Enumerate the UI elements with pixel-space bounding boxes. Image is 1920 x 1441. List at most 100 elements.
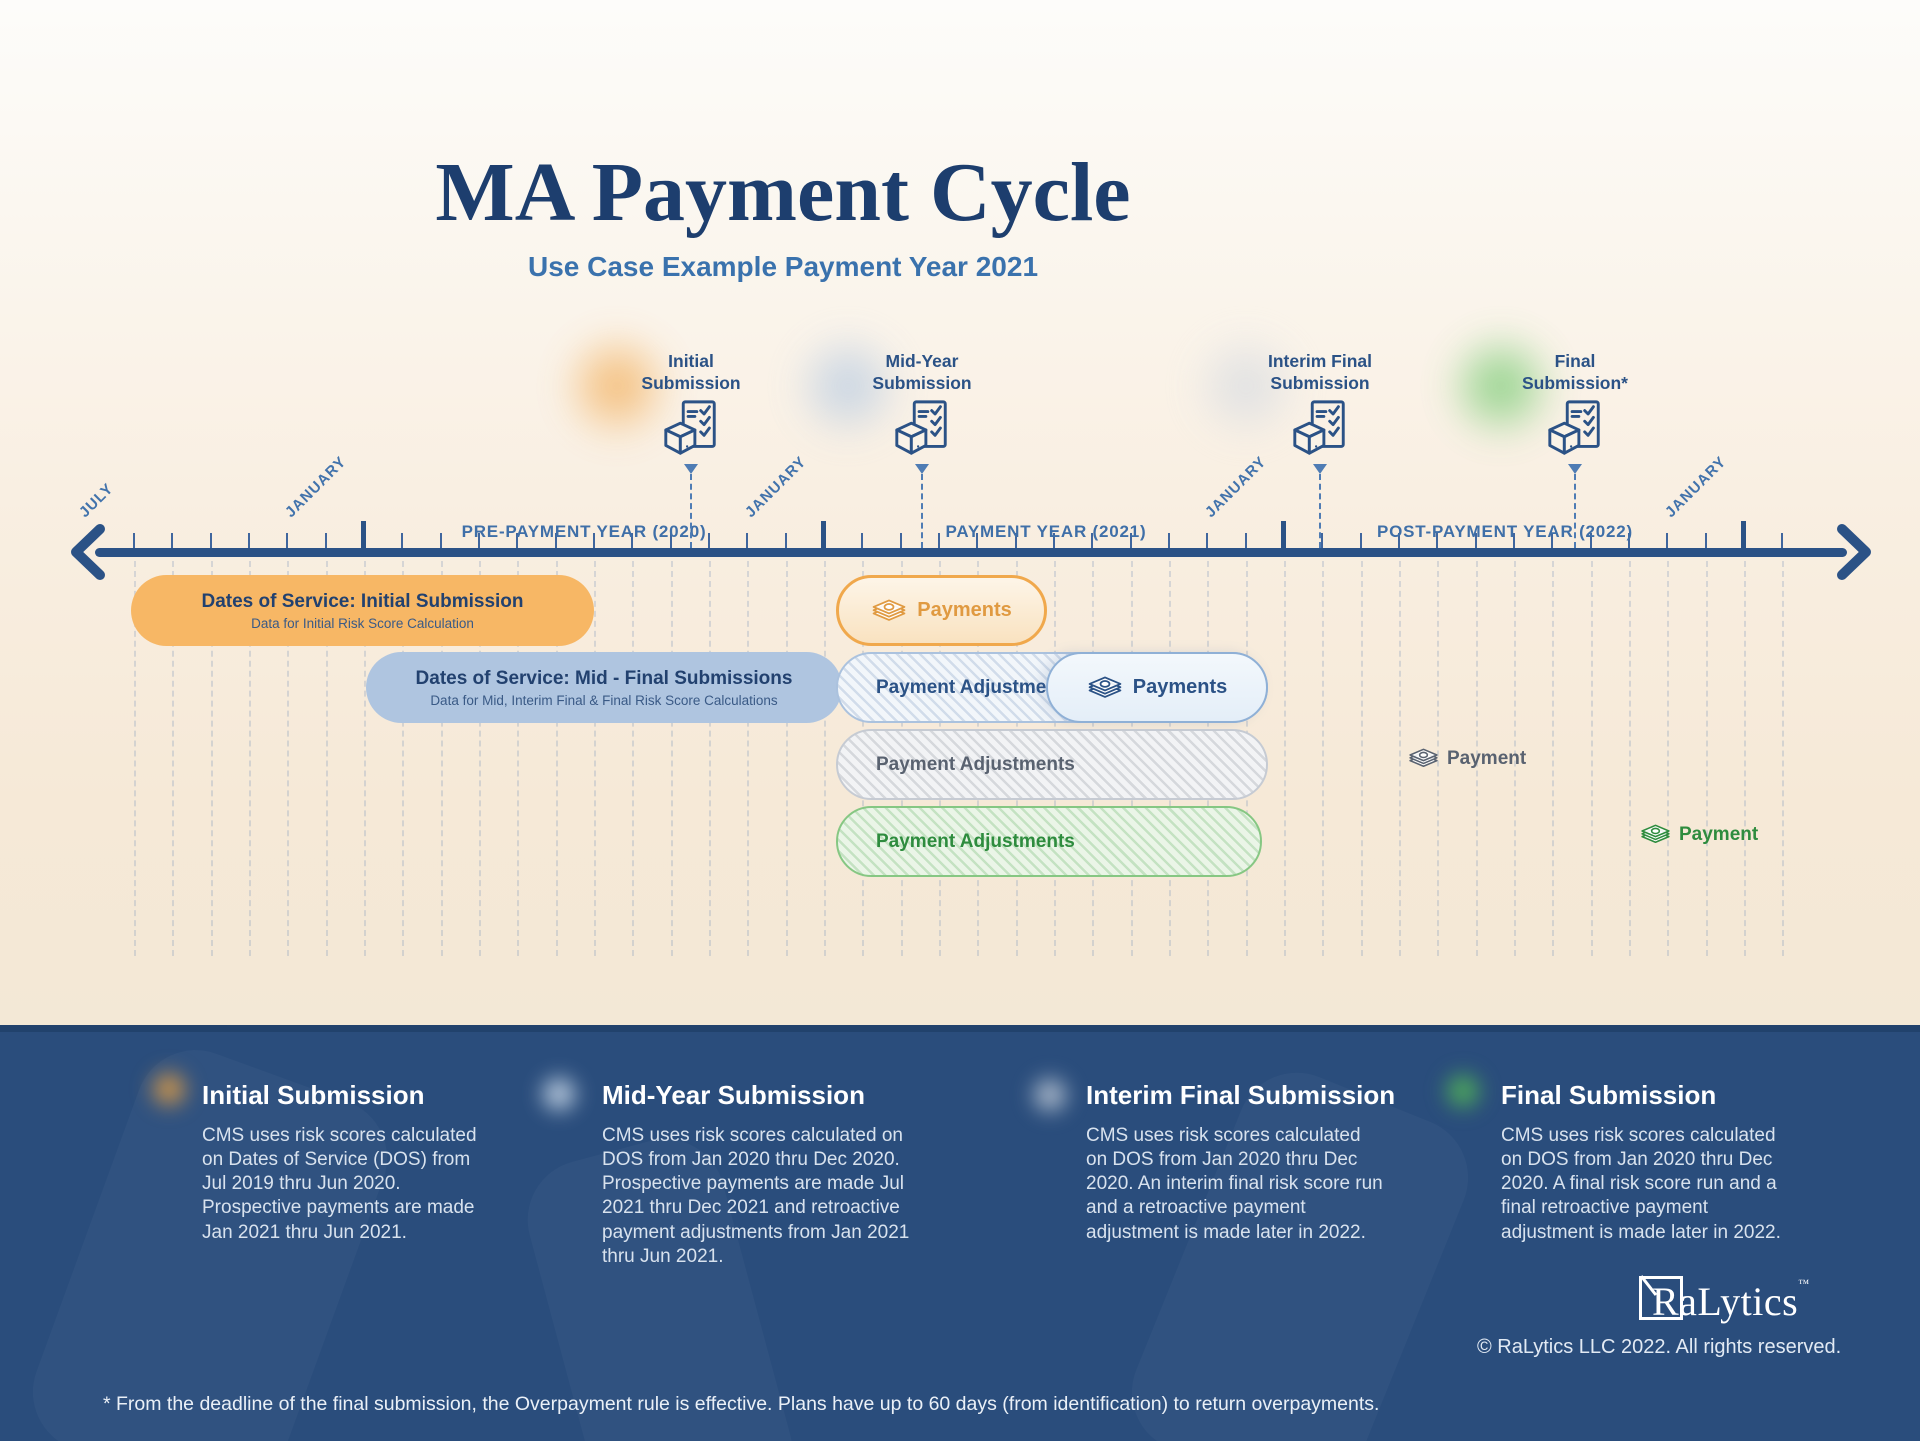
page-title: MA Payment Cycle	[435, 146, 1131, 240]
final-adjustments-row: Payment Adjustments	[836, 806, 1262, 877]
month-gridline	[1552, 561, 1555, 956]
month-gridline	[555, 561, 558, 956]
month-tick	[784, 533, 787, 548]
month-gridline	[708, 561, 711, 956]
legend-section: Initial Submission CMS uses risk scores …	[0, 1025, 1920, 1441]
legend-glow-dot	[1439, 1067, 1487, 1115]
month-gridline	[402, 561, 405, 956]
money-icon	[1640, 823, 1671, 846]
marker-label: Final Submission*	[1522, 351, 1628, 394]
initial-payments-label: Payments	[917, 599, 1012, 621]
legend-glow-dot	[1026, 1071, 1074, 1119]
logo-text: RaLytics	[1652, 1279, 1799, 1324]
month-gridline	[1705, 561, 1708, 956]
month-gridline	[1475, 561, 1478, 956]
axis-left-arrow-icon	[71, 524, 105, 580]
legend-heading: Final Submission	[1501, 1080, 1717, 1110]
month-tick	[1014, 533, 1017, 548]
money-icon	[871, 598, 907, 624]
pointer-dashed-line	[690, 474, 692, 548]
dos-initial-subtitle: Data for Initial Risk Score Calculation	[251, 615, 474, 631]
marker-glow	[790, 328, 906, 444]
month-label: JANUARY	[1201, 453, 1270, 521]
money-icon	[1408, 747, 1439, 770]
month-tick	[401, 533, 404, 548]
month-gridline	[1437, 561, 1440, 956]
month-gridline	[287, 561, 290, 956]
marker-label: Interim Final Submission	[1267, 351, 1373, 394]
final-payment-marker: Payment	[1640, 823, 1758, 846]
year-zone-label: PAYMENT YEAR (2021)	[945, 522, 1147, 541]
pointer-arrowhead-icon	[1568, 464, 1582, 474]
dos-mid-final-subtitle: Data for Mid, Interim Final & Final Risk…	[430, 692, 778, 708]
month-gridline	[1743, 561, 1746, 956]
initial-payments-pill: Payments	[836, 575, 1047, 646]
month-label: JULY	[75, 480, 117, 521]
january-major-tick	[1741, 521, 1747, 548]
month-gridline	[478, 561, 481, 956]
month-tick	[209, 533, 212, 548]
month-tick	[1167, 533, 1170, 548]
month-tick	[861, 533, 864, 548]
month-gridline	[325, 561, 328, 956]
marker-glow	[559, 328, 675, 444]
month-label: JANUARY	[281, 453, 350, 521]
month-gridline	[248, 561, 251, 956]
pointer-arrowhead-icon	[684, 464, 698, 474]
month-tick	[1436, 533, 1439, 548]
month-tick	[1359, 533, 1362, 548]
legend-heading: Initial Submission	[202, 1080, 425, 1110]
final-payment-label: Payment	[1679, 823, 1759, 845]
month-tick	[1781, 533, 1784, 548]
month-tick	[1206, 533, 1209, 548]
month-tick	[247, 533, 250, 548]
marker-label: Mid-Year Submission	[872, 351, 972, 394]
legend-glow-dot	[535, 1070, 583, 1118]
january-major-tick	[821, 521, 827, 548]
legend-column: Initial Submission CMS uses risk scores …	[202, 1080, 487, 1245]
month-tick	[631, 533, 634, 548]
year-zone-label: PRE-PAYMENT YEAR (2020)	[461, 522, 707, 541]
month-tick	[554, 533, 557, 548]
final-adjustments-label: Payment Adjustments	[876, 830, 1075, 852]
year-zone-label: POST-PAYMENT YEAR (2022)	[1376, 522, 1634, 541]
month-tick	[1666, 533, 1669, 548]
month-tick	[1589, 533, 1592, 548]
month-gridline	[593, 561, 596, 956]
month-gridline	[1398, 561, 1401, 956]
midyear-payments-pill: Payments	[1046, 652, 1268, 723]
legend-column: Mid-Year Submission CMS uses risk scores…	[602, 1080, 932, 1269]
overpayment-footnote: * From the deadline of the final submiss…	[103, 1393, 1380, 1415]
ralytics-logo: RaLytics™	[1639, 1272, 1859, 1332]
marker-glow	[1443, 328, 1559, 444]
midyear-adjustments-label: Payment Adjustments	[876, 676, 1075, 698]
month-tick	[1244, 533, 1247, 548]
pointer-dashed-line	[921, 474, 923, 548]
timeline-axis	[95, 548, 1847, 557]
submission-package-checklist-icon	[891, 398, 953, 460]
month-tick	[324, 533, 327, 548]
month-gridline	[1283, 561, 1286, 956]
month-tick	[1052, 533, 1055, 548]
month-tick	[1627, 533, 1630, 548]
month-gridline	[823, 561, 826, 956]
month-gridline	[670, 561, 673, 956]
month-label: JANUARY	[741, 453, 810, 521]
midyear-payments-label: Payments	[1132, 676, 1228, 698]
dos-initial-title: Dates of Service: Initial Submission	[201, 590, 524, 612]
axis-right-arrow-icon	[1837, 524, 1871, 580]
logo-square-icon	[1639, 1276, 1683, 1320]
submission-package-checklist-icon	[1544, 398, 1606, 460]
dos-mid-final-title: Dates of Service: Mid - Final Submission…	[415, 667, 793, 689]
interim-adjustments-row: Payment Adjustments	[836, 729, 1268, 800]
month-tick	[286, 533, 289, 548]
marker-label: Initial Submission	[641, 351, 741, 394]
dos-initial-submission-bar: Dates of Service: Initial Submission Dat…	[131, 575, 594, 646]
legend-body-text: CMS uses risk scores calculated on DOS f…	[1501, 1125, 1781, 1243]
month-gridline	[1513, 561, 1516, 956]
month-tick	[1091, 533, 1094, 548]
month-tick	[1129, 533, 1132, 548]
copyright-text: © RaLytics LLC 2022. All rights reserved…	[1477, 1336, 1842, 1358]
month-tick	[1321, 533, 1324, 548]
page-subtitle: Use Case Example Payment Year 2021	[527, 251, 1039, 283]
